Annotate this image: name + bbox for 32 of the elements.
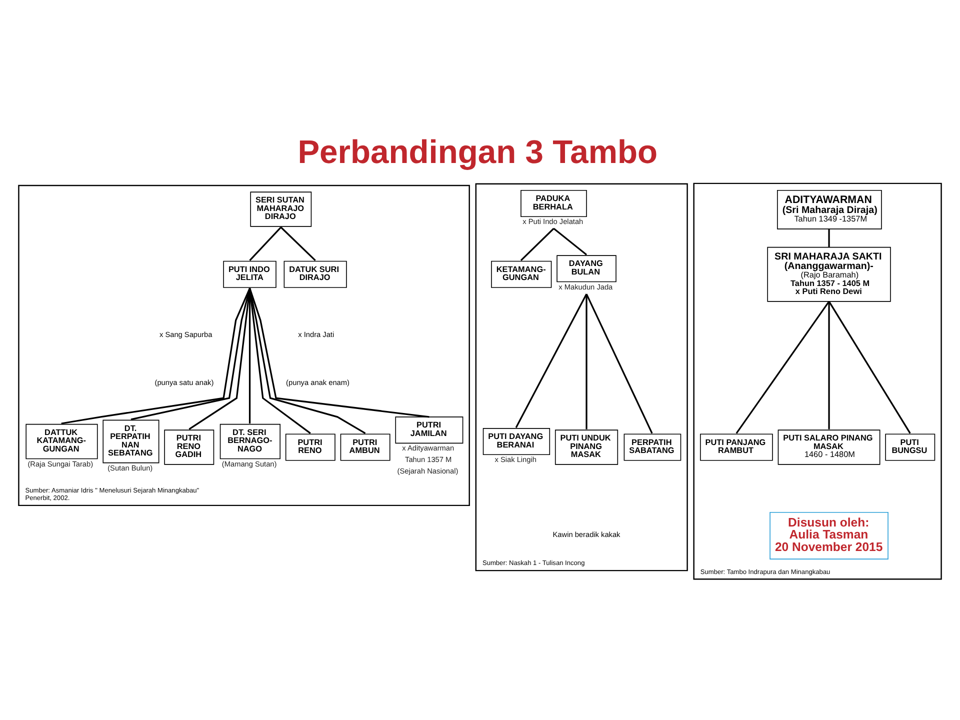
connector bbox=[248, 288, 311, 434]
label: (punya anak enam) bbox=[286, 378, 350, 388]
connector bbox=[515, 294, 588, 428]
label: x Indra Jati bbox=[298, 330, 334, 339]
connector bbox=[586, 294, 588, 430]
connector bbox=[828, 228, 830, 248]
connector bbox=[248, 288, 366, 434]
connector bbox=[130, 288, 251, 420]
connector bbox=[520, 228, 554, 262]
label: Kawin beradik kakak bbox=[552, 530, 620, 540]
connector bbox=[553, 228, 588, 256]
node-label: (Raja Sungai Tarab) bbox=[28, 459, 94, 468]
connector bbox=[61, 288, 251, 424]
node-label: x Adityawarman bbox=[402, 444, 454, 453]
connector bbox=[736, 300, 830, 434]
connector bbox=[249, 226, 282, 262]
node-label: Tahun 1357 M bbox=[405, 455, 452, 464]
label: (punya satu anak) bbox=[154, 378, 214, 388]
label: x Sang Sapurba bbox=[159, 330, 212, 339]
node-label: (Mamang Sutan) bbox=[222, 459, 277, 468]
diagram-title: Perbandingan 3 Tambo bbox=[298, 132, 658, 170]
node-label: x Siak Lingih bbox=[494, 455, 536, 464]
node-label: x Puti Indo Jelatah bbox=[522, 217, 584, 226]
connector bbox=[586, 294, 653, 434]
node-label: x Makudun Jada bbox=[558, 282, 613, 292]
connector bbox=[280, 226, 316, 262]
node-label: (Sutan Bulun) bbox=[108, 463, 153, 472]
connector bbox=[828, 301, 830, 430]
node-label: (Sejarah Nasional) bbox=[397, 466, 458, 476]
connector bbox=[188, 288, 251, 430]
connector bbox=[249, 288, 430, 418]
connector bbox=[828, 300, 911, 434]
